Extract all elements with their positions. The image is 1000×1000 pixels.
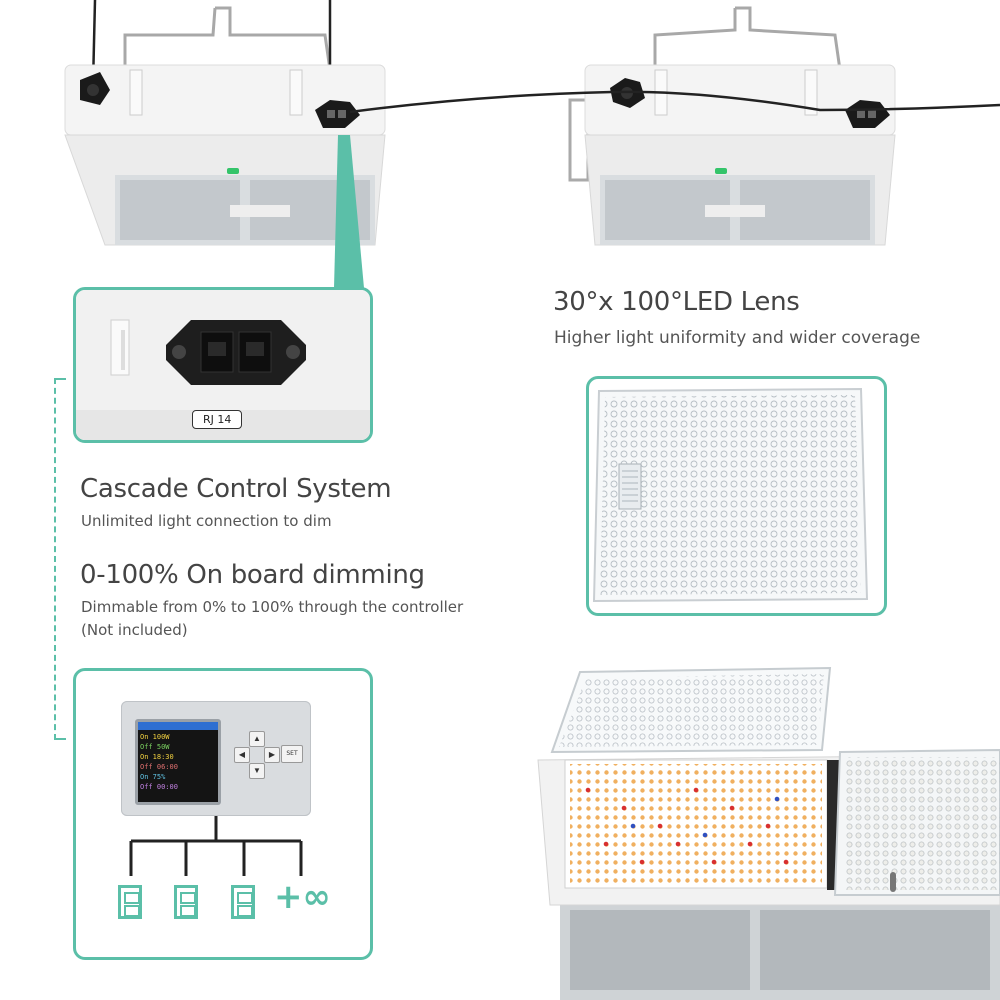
grow-light-fixture-right xyxy=(555,0,905,255)
arrow-up-icon[interactable]: ▲ xyxy=(249,731,265,747)
screen-row-2: On 18:30 xyxy=(140,753,174,761)
controller-screen: On 100W Off 50W On 18:30 Off 06:00 On 75… xyxy=(135,719,221,805)
lens-subtitle: Higher light uniformity and wider covera… xyxy=(554,328,921,348)
arrow-down-icon[interactable]: ▼ xyxy=(249,763,265,779)
lens-title: 30°x 100°LED Lens xyxy=(553,287,800,317)
grow-light-fixture-left xyxy=(55,0,405,255)
light-unit-icon xyxy=(118,885,142,919)
dimming-subtitle-line2: (Not included) xyxy=(81,621,188,639)
cascade-wiring xyxy=(129,816,303,876)
dimming-title: 0-100% On board dimming xyxy=(80,560,425,590)
light-unit-icon xyxy=(231,885,255,919)
arrow-right-icon[interactable]: ▶ xyxy=(264,747,280,763)
controller-device: On 100W Off 50W On 18:30 Off 06:00 On 75… xyxy=(121,701,311,816)
dashed-connector xyxy=(54,378,66,740)
controller-closeup: On 100W Off 50W On 18:30 Off 06:00 On 75… xyxy=(73,668,373,960)
cascade-title: Cascade Control System xyxy=(80,474,392,504)
callout-pointer xyxy=(334,135,364,288)
led-board-exploded xyxy=(530,660,1000,1000)
rj14-label: RJ 14 xyxy=(192,410,243,429)
cascade-cable xyxy=(349,90,1000,114)
rj14-port-closeup: RJ 14 xyxy=(73,287,373,443)
set-button[interactable]: SET xyxy=(281,745,303,763)
screen-row-4: On 75% xyxy=(140,773,166,781)
screen-row-1: Off 50W xyxy=(140,743,170,751)
screen-row-3: Off 06:00 xyxy=(140,763,178,771)
cascade-subtitle: Unlimited light connection to dim xyxy=(81,512,332,530)
infinity-icon: +∞ xyxy=(274,877,331,917)
dimming-subtitle-line1: Dimmable from 0% to 100% through the con… xyxy=(81,598,464,616)
screen-header xyxy=(138,722,218,730)
light-unit-icon xyxy=(174,885,198,919)
lens-closeup xyxy=(586,376,887,616)
arrow-left-icon[interactable]: ◀ xyxy=(234,747,250,763)
screen-row-5: Off 00:00 xyxy=(140,783,178,791)
screen-row-0: On 100W xyxy=(140,733,170,741)
